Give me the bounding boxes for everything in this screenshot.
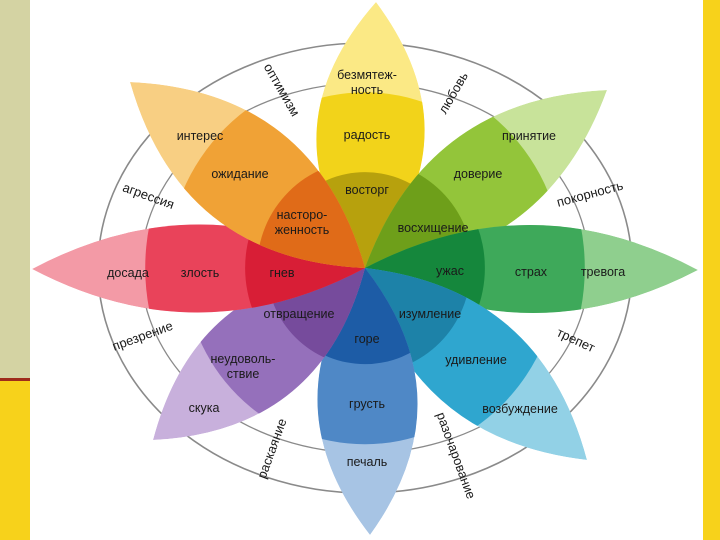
petal-bottom-left (153, 268, 365, 440)
outer-label-1: любовь (435, 69, 471, 116)
outer-label-5: раскаяние (254, 416, 290, 480)
petal-label-left-1: злость (181, 266, 219, 280)
petal-label-left-0: гнев (269, 266, 294, 280)
petal-label-top-1: радость (344, 128, 391, 142)
petal-inner-band (365, 159, 474, 268)
petal-label-top-left-0: насторо-женность (275, 208, 330, 237)
petal-top-right (365, 90, 607, 268)
petal-label-bottom-left-2: скука (189, 401, 220, 415)
petal-label-right-0: ужас (436, 264, 464, 278)
petal-label-top-right-2: принятие (502, 129, 556, 143)
petal-middle-band (365, 90, 564, 268)
petal-top-left (130, 82, 365, 268)
petal-middle-band (167, 82, 365, 268)
petal-label-top-left-2: интерес (177, 129, 224, 143)
outer-label-7: агрессия (121, 180, 177, 212)
left-yellow-band (0, 381, 30, 540)
petal-label-bottom-right-0: изумление (399, 307, 461, 321)
outer-label-2: покорность (555, 178, 625, 210)
petal-inner-band (257, 160, 365, 268)
petal-bottom-right (365, 268, 587, 460)
petal-label-bottom-1: грусть (349, 397, 385, 411)
petal-inner-band (365, 268, 471, 374)
petal-label-bottom-left-0: отвращение (264, 307, 335, 321)
outer-label-4: разочарование (434, 410, 479, 501)
petal-label-right-2: тревога (581, 265, 625, 279)
petal-label-bottom-0: горе (354, 332, 379, 346)
petal-label-top-2: безмятеж-ность (337, 68, 397, 97)
right-yellow-band (703, 0, 720, 540)
petal-label-top-right-0: восхищение (398, 221, 469, 235)
left-divider-line (0, 378, 30, 381)
outer-label-6: презрение (110, 318, 175, 354)
petal-label-top-right-1: доверие (454, 167, 503, 181)
petal-label-left-2: досада (107, 266, 149, 280)
petal-label-bottom-right-2: возбуждение (482, 402, 558, 416)
petal-inner-band (266, 268, 365, 367)
petal-label-bottom-left-1: неудоволь-ствие (211, 352, 276, 381)
outer-label-0: оптимизм (261, 61, 303, 119)
petal-label-bottom-right-1: удивление (445, 353, 507, 367)
petal-label-bottom-2: печаль (347, 455, 388, 469)
petal-labels: восторг радость безмятеж-ность восхищение до… (107, 68, 625, 469)
left-olive-band (0, 0, 30, 378)
petal-middle-band (365, 268, 559, 460)
petal-label-top-left-1: ожидание (211, 167, 268, 181)
petal-label-right-1: страх (515, 265, 548, 279)
petal-middle-band (184, 268, 365, 440)
petal-label-top-0: восторг (345, 183, 389, 197)
petals (32, 2, 698, 535)
